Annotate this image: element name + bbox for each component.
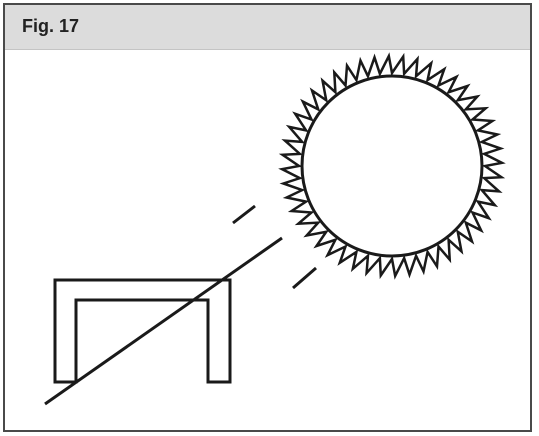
u-shaped-workpiece	[53, 278, 232, 384]
figure-header: Fig. 17	[5, 5, 530, 50]
figure-label: Fig. 17	[22, 16, 80, 36]
cut-line	[44, 236, 283, 406]
figure-frame: Fig. 17	[3, 3, 532, 432]
saw-teeth	[278, 52, 506, 280]
dash-lower	[292, 266, 317, 290]
saw-blade	[278, 52, 506, 280]
dash-upper	[232, 204, 256, 225]
saw-blade-body	[300, 74, 484, 258]
